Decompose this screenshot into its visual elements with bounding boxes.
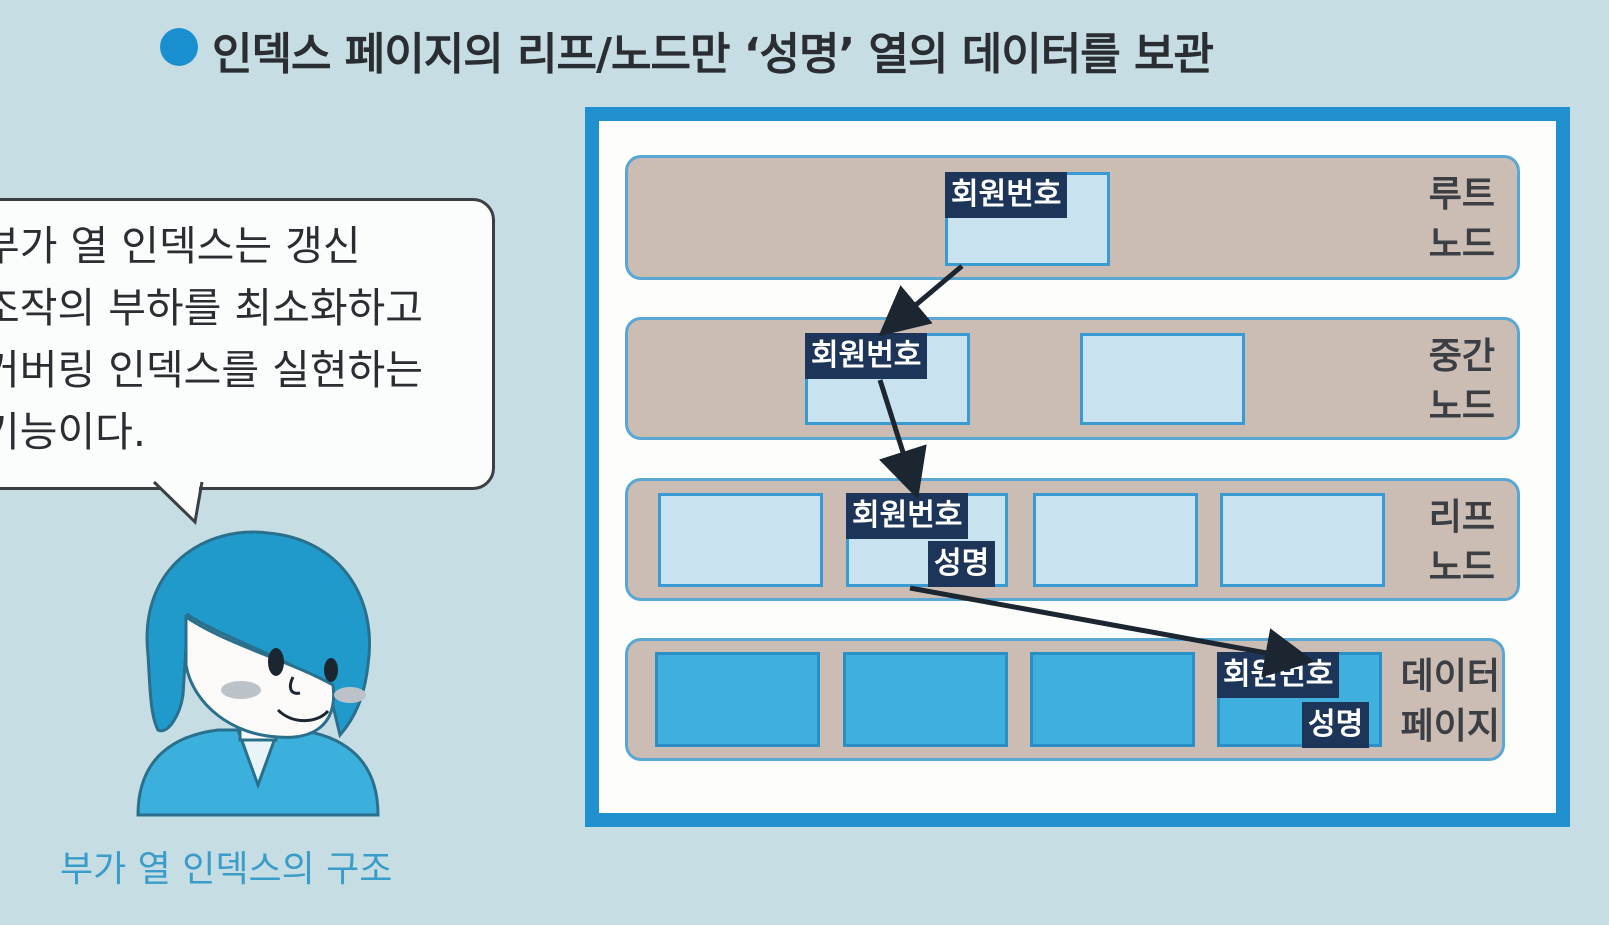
data-page-box <box>1030 652 1195 747</box>
character-illustration <box>136 530 380 817</box>
level-label-line: 중간 <box>1428 336 1495 377</box>
level-label-line: 리프 <box>1428 497 1495 538</box>
leaf-empty-box <box>1033 493 1198 587</box>
level-label-line: 페이지 <box>1400 706 1500 747</box>
leaf-level-label: 리프 노드 <box>1395 493 1495 593</box>
data-key-member-label: 회원번호 <box>1217 652 1340 698</box>
page-title: 인덱스 페이지의 리프/노드만 ‘성명’ 열의 데이터를 보관 <box>212 29 1214 80</box>
leaf-key-member-label: 회원번호 <box>846 493 969 539</box>
intermediate-empty-box <box>1080 333 1245 425</box>
data-page-box <box>843 652 1008 747</box>
bubble-line: 부가 열 인덱스는 갱신 <box>0 222 361 270</box>
level-label-line: 노드 <box>1428 224 1495 265</box>
bubble-line: 커버링 인덱스를 실현하는 <box>0 346 423 394</box>
level-label-line: 노드 <box>1428 547 1495 588</box>
intermediate-level-label: 중간 노드 <box>1395 332 1495 432</box>
level-label-line: 루트 <box>1428 174 1495 215</box>
bubble-line: 조작의 부하를 최소화하고 <box>0 284 423 332</box>
title-bullet-icon <box>160 28 198 66</box>
leaf-empty-box <box>658 493 823 587</box>
speech-bubble-text: 부가 열 인덱스는 갱신 조작의 부하를 최소화하고 커버링 인덱스를 실현하는… <box>0 215 480 463</box>
root-key-member-label: 회원번호 <box>945 172 1068 218</box>
intermediate-key-member-label: 회원번호 <box>805 333 928 379</box>
level-label-line: 노드 <box>1428 386 1495 427</box>
data-page-box <box>655 652 820 747</box>
speech-bubble-tail <box>150 480 204 526</box>
intermediate-node-row <box>625 317 1520 440</box>
level-label-line: 데이터 <box>1400 656 1500 697</box>
leaf-empty-box <box>1220 493 1385 587</box>
leaf-key-name-label: 성명 <box>928 541 996 587</box>
bubble-line: 기능이다. <box>0 408 146 456</box>
root-level-label: 루트 노드 <box>1395 170 1495 270</box>
data-key-name-label: 성명 <box>1302 702 1370 748</box>
figure-caption: 부가 열 인덱스의 구조 <box>60 849 393 890</box>
speech-bubble <box>0 198 495 490</box>
data-level-label: 데이터 페이지 <box>1385 652 1500 752</box>
